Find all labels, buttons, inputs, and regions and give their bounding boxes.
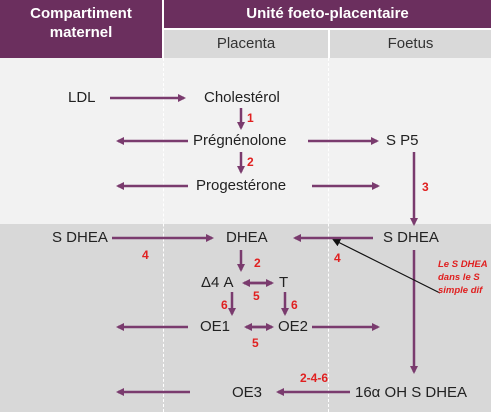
node-cholesterol: Cholestérol	[204, 89, 280, 106]
maternal-fetal-band-upper	[0, 58, 491, 224]
maternal-fetal-band-lower	[0, 224, 491, 412]
header-placenta: Placenta	[164, 30, 328, 58]
node-progesterone: Progestérone	[196, 177, 287, 194]
enzyme-2-b: 2	[254, 256, 261, 270]
note-line-2: dans le S	[438, 272, 480, 283]
enzyme-5-a: 5	[253, 289, 260, 303]
header-fetoplacental: Unité foeto-placentaire	[164, 0, 491, 28]
node-delta4-androstenedione: Δ4 A	[201, 274, 234, 291]
enzyme-2-4-6: 2-4-6	[300, 371, 329, 385]
node-sp5: S P5	[386, 132, 419, 149]
node-ldl: LDL	[68, 89, 96, 106]
enzyme-4-b: 4	[334, 251, 341, 265]
note-pointer	[332, 239, 441, 294]
enzyme-6-b: 6	[291, 298, 298, 312]
node-16a-oh-sdhea: 16α OH S DHEA	[355, 384, 468, 401]
node-testosterone: T	[279, 274, 289, 291]
enzyme-4-a: 4	[142, 248, 149, 262]
enzyme-3: 3	[422, 180, 429, 194]
node-oe1: OE1	[200, 318, 231, 335]
enzyme-5-b: 5	[252, 336, 259, 350]
column-divider-right	[328, 58, 329, 412]
header-maternal-line2: maternel	[49, 24, 113, 41]
header-maternal-line1: Compartiment	[30, 5, 132, 22]
node-sdhea-foetus: S DHEA	[383, 229, 439, 246]
note-line-1: Le S DHEA	[438, 259, 488, 270]
note-line-3: simple dif	[438, 285, 483, 296]
column-divider-left	[163, 58, 164, 412]
enzyme-1: 1	[247, 111, 254, 125]
diffusion-note: Le S DHEA dans le S simple dif	[438, 258, 491, 297]
header-foetus: Foetus	[330, 30, 491, 58]
header-maternal: Compartiment maternel	[0, 0, 162, 58]
node-oe2: OE2	[278, 318, 309, 335]
enzyme-6-a: 6	[221, 298, 228, 312]
node-oe3: OE3	[232, 384, 263, 401]
enzyme-2-a: 2	[247, 155, 254, 169]
node-dhea: DHEA	[226, 229, 268, 246]
node-sdhea-maternal: S DHEA	[52, 229, 108, 246]
node-pregnenolone: Prégnénolone	[193, 132, 287, 149]
